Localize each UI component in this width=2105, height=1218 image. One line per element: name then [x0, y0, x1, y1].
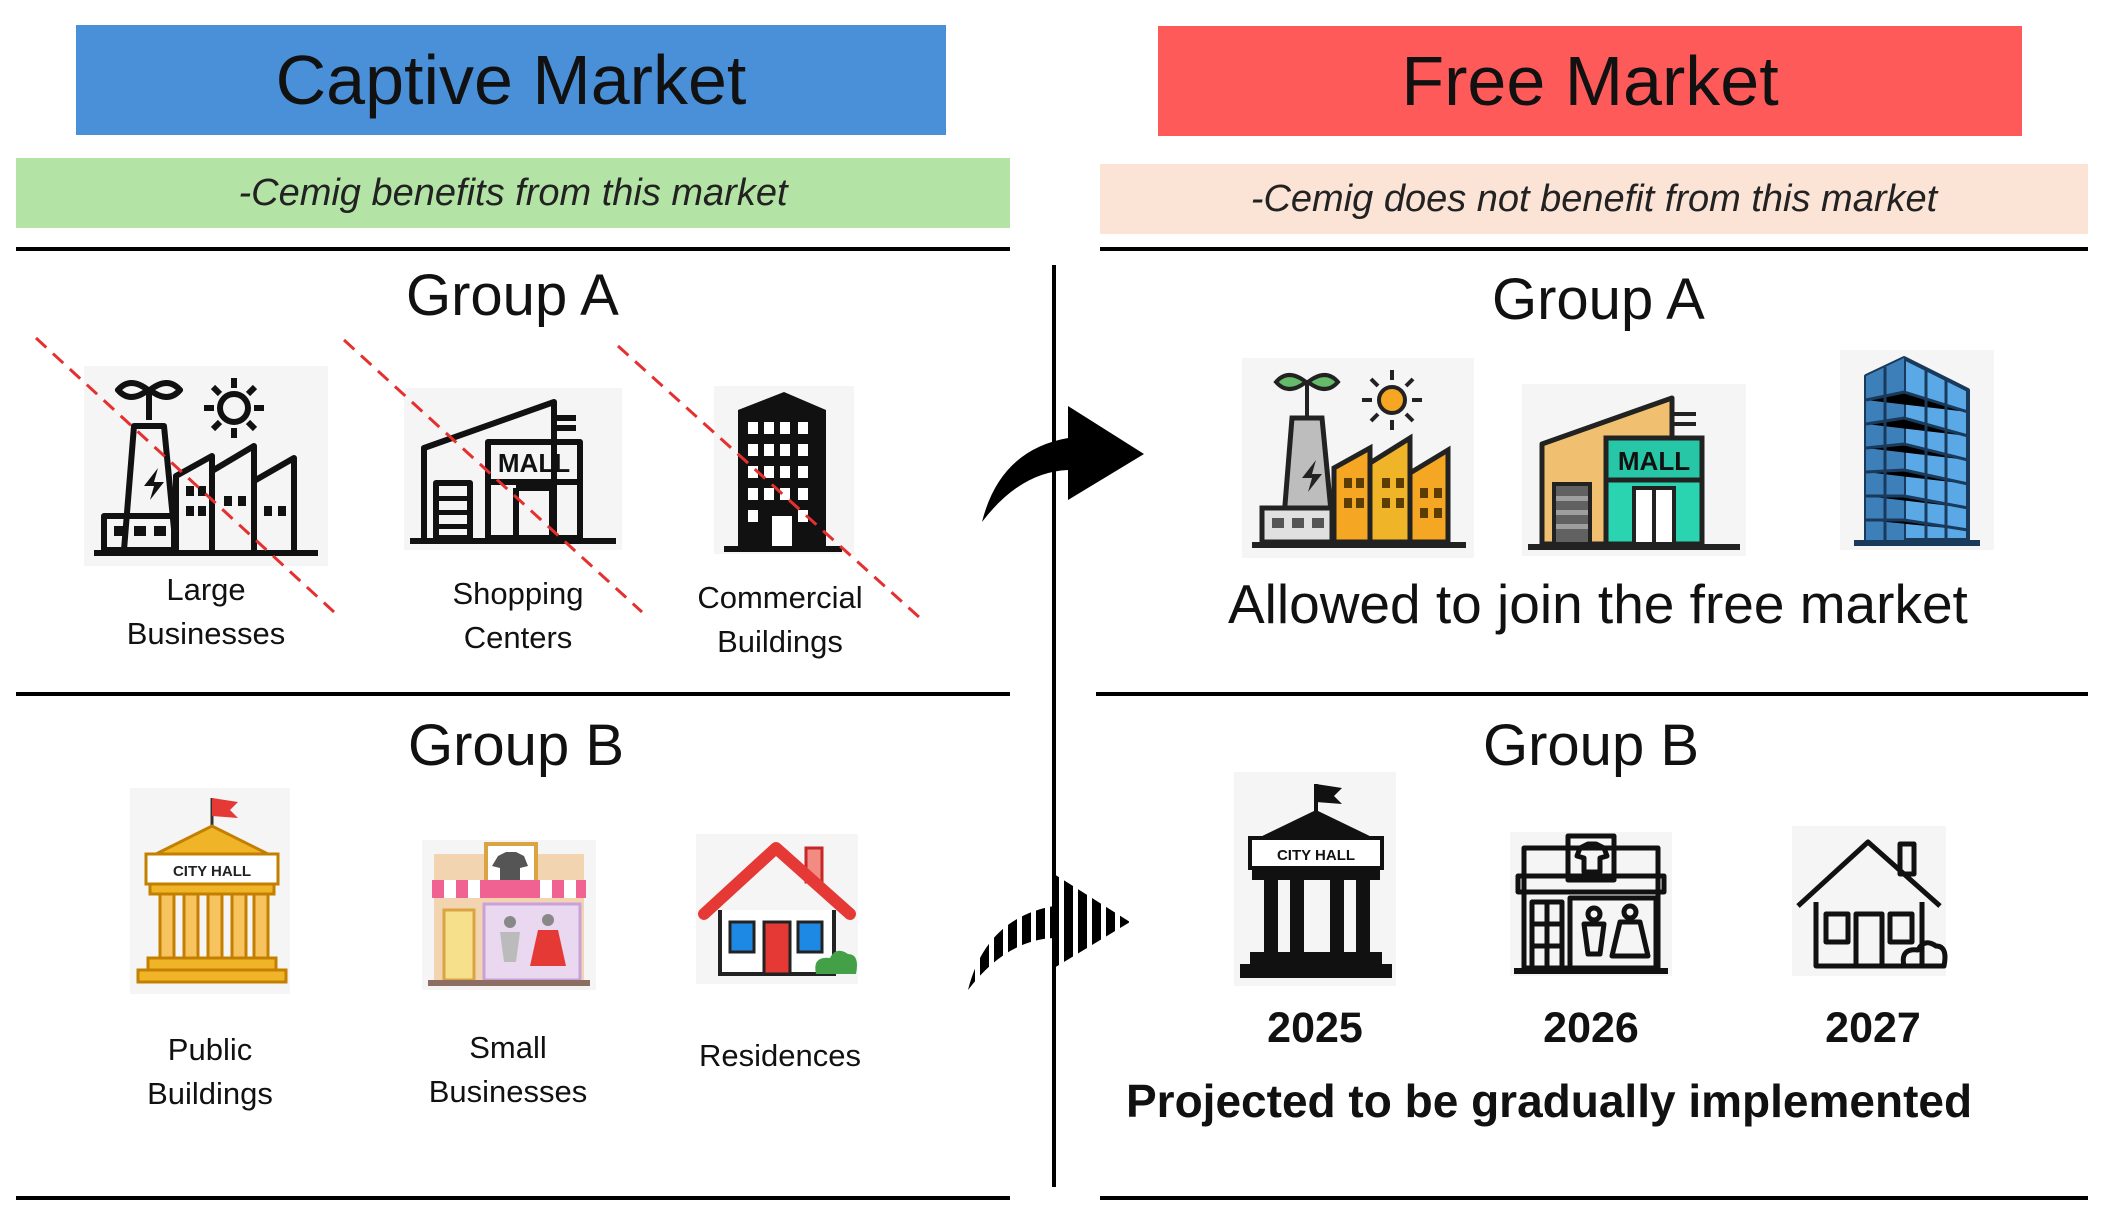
city-hall-sign: CITY HALL — [1277, 847, 1355, 864]
free-subtitle: -Cemig does not benefit from this market — [1250, 177, 1938, 220]
year-label-2026: 2026 — [1543, 1004, 1639, 1052]
free-group-b-note: Projected to be gradually implemented — [1126, 1075, 1973, 1127]
captive-market-title: Captive Market — [275, 41, 747, 119]
label-shopping-centers: Shopping Centers — [452, 576, 584, 655]
divider-line — [1096, 692, 2088, 696]
divider-line — [1100, 247, 2088, 251]
divider-line — [16, 692, 1010, 696]
free-group-a-title: Group A — [1492, 267, 1705, 332]
label-residences: Residences — [699, 1038, 861, 1073]
captive-subtitle-bar: -Cemig benefits from this market — [16, 158, 1010, 228]
captive-market-banner: Captive Market — [76, 25, 946, 135]
solid-curved-arrow-icon — [982, 406, 1144, 522]
city-hall-sign: CITY HALL — [173, 863, 251, 880]
industry-icon — [1242, 358, 1474, 558]
label-large-businesses: Large Businesses — [126, 572, 286, 651]
divider-line — [16, 1196, 1010, 1200]
house-icon — [1792, 826, 1948, 976]
free-subtitle-bar: -Cemig does not benefit from this market — [1100, 164, 2088, 234]
shop-icon — [1510, 832, 1672, 976]
mall-icon: MALL — [1522, 384, 1746, 556]
label-small-businesses: Small Businesses — [428, 1030, 588, 1109]
free-group-b-title: Group B — [1483, 713, 1699, 778]
center-vertical-divider — [1052, 265, 1056, 1187]
captive-group-a-title: Group A — [406, 263, 619, 328]
year-label-2027: 2027 — [1825, 1004, 1921, 1052]
free-market-title: Free Market — [1401, 42, 1779, 120]
mall-icon: MALL — [404, 388, 622, 550]
striped-curved-arrow-icon — [968, 874, 1130, 990]
shop-icon — [422, 840, 596, 990]
label-commercial-buildings: Commercial Buildings — [697, 580, 863, 659]
free-group-a-note: Allowed to join the free market — [1228, 573, 1968, 635]
mall-sign-text: MALL — [498, 448, 570, 478]
divider-line — [16, 247, 1010, 251]
office-building-icon — [714, 386, 854, 554]
free-market-banner: Free Market — [1158, 26, 2022, 136]
captive-subtitle: -Cemig benefits from this market — [238, 171, 788, 214]
city-hall-icon: CITY HALL — [130, 788, 290, 994]
captive-group-b-title: Group B — [408, 713, 624, 778]
office-building-icon — [1840, 350, 1994, 550]
house-icon — [696, 834, 858, 984]
mall-sign-text: MALL — [1618, 446, 1690, 476]
year-label-2025: 2025 — [1267, 1004, 1363, 1052]
divider-line — [1100, 1196, 2088, 1200]
industry-icon — [84, 366, 328, 566]
city-hall-icon: CITY HALL — [1234, 772, 1396, 986]
label-public-buildings: Public Buildings — [147, 1032, 273, 1111]
